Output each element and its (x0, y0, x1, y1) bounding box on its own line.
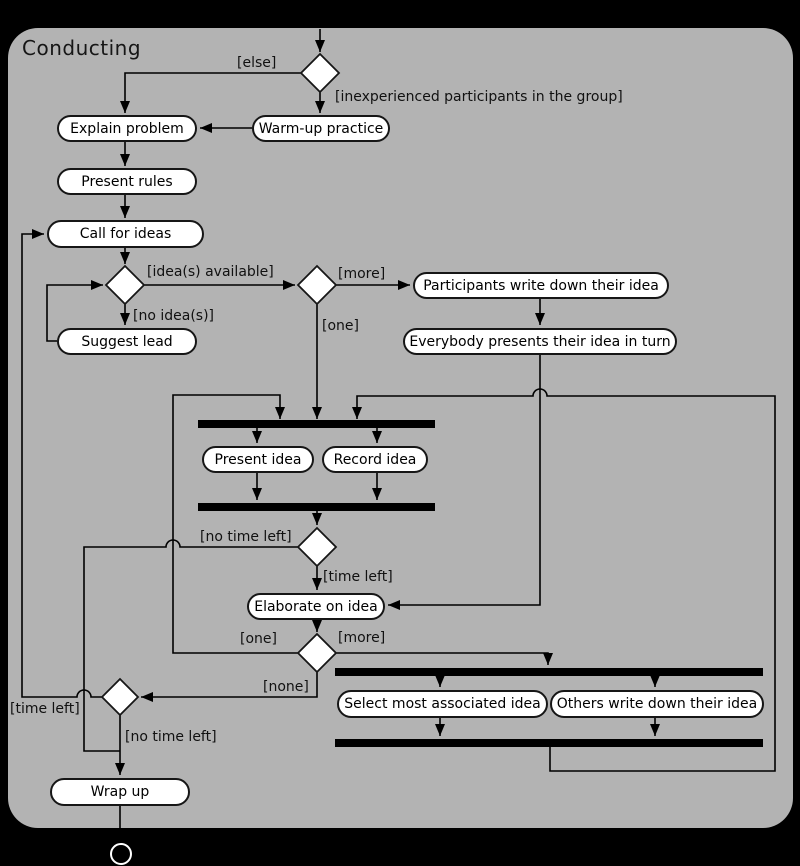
diagram-title: Conducting (22, 36, 142, 60)
activity-everybody-presents: Everybody presents their idea in turn (403, 328, 677, 355)
activity-wrap-up: Wrap up (50, 778, 190, 806)
guard-ideas-available: [idea(s) available] (147, 264, 274, 280)
guard-time-left-mid: [time left] (323, 569, 393, 585)
edge-no-time-left-wrap (83, 539, 298, 752)
edge-else (120, 72, 303, 113)
decision-experience (299, 52, 341, 94)
guard-no-time-left-bottom: [no time left] (125, 729, 217, 745)
activity-call-for-ideas: Call for ideas (47, 220, 204, 248)
decision-ideas (104, 264, 146, 306)
activity-warm-up-practice: Warm-up practice (252, 115, 390, 142)
activity-record-idea: Record idea (322, 446, 428, 473)
guard-one-top: [one] (322, 318, 359, 334)
activity-elaborate-on-idea: Elaborate on idea (247, 593, 385, 620)
activity-suggest-lead: Suggest lead (57, 328, 197, 355)
guard-more-top: [more] (338, 266, 386, 282)
guard-more-bottom: [more] (338, 630, 386, 646)
activity-explain-problem: Explain problem (57, 115, 197, 142)
guard-time-left-outer: [time left] (10, 701, 80, 717)
edge-one-bottom-loop (172, 394, 298, 654)
edge-everybody-elaborate (388, 355, 541, 610)
guard-one-bottom: [one] (240, 631, 277, 647)
guard-none: [none] (263, 679, 309, 695)
decision-idea-count (296, 264, 338, 306)
edge-join2-fork1-loop (352, 388, 776, 772)
decision-round-time (100, 677, 140, 717)
guard-inexperienced: [inexperienced participants in the group… (335, 89, 623, 105)
guard-no-ideas: [no idea(s)] (133, 308, 214, 324)
join-bar-bottom (335, 739, 763, 747)
activity-others-write: Others write down their idea (550, 690, 764, 718)
edge-suggest-loop (46, 280, 103, 342)
edge-more-bottom (336, 652, 553, 665)
edge-none (141, 672, 318, 702)
guard-else: [else] (237, 55, 277, 71)
decision-elaborate-count (296, 632, 338, 674)
guard-no-time-left-mid: [no time left] (200, 529, 292, 545)
fork-bar-top (198, 420, 435, 428)
activity-select-most-associated: Select most associated idea (337, 690, 548, 718)
decision-time (296, 526, 338, 568)
activity-present-idea: Present idea (202, 446, 314, 473)
activity-participants-write: Participants write down their idea (413, 272, 669, 299)
fork-bar-bottom (335, 668, 763, 676)
edge-time-left-outer-loop (21, 229, 102, 698)
final-node (110, 843, 132, 865)
activity-present-rules: Present rules (57, 168, 197, 195)
join-bar-top (198, 503, 435, 511)
